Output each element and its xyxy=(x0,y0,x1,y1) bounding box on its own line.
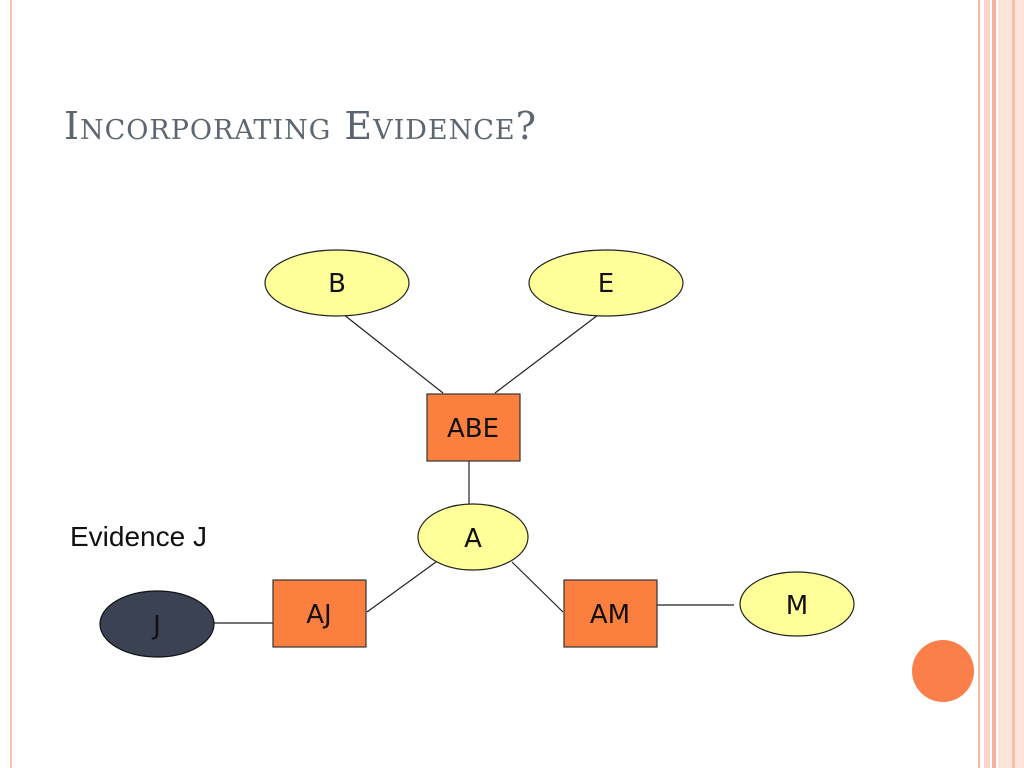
orange-circle-icon xyxy=(912,640,974,702)
node-b: B xyxy=(264,249,410,317)
node-label: AJ xyxy=(306,600,331,630)
left-border-line xyxy=(10,0,12,768)
node-label: B xyxy=(328,269,346,299)
edges xyxy=(214,313,734,624)
factor-node-shape xyxy=(563,579,658,648)
node-m: M xyxy=(739,571,855,637)
evidence-label: Evidence J xyxy=(70,521,207,552)
edge-b-abe xyxy=(342,313,444,394)
node-e: E xyxy=(528,249,684,317)
edge-a-aj xyxy=(366,561,437,613)
node-label: A xyxy=(464,524,482,554)
factor-am: AM xyxy=(563,579,658,648)
node-label: E xyxy=(598,269,614,299)
variable-node-shape xyxy=(528,249,684,317)
slide-title: Incorporating Evidence? xyxy=(64,104,537,148)
node-label: AM xyxy=(590,600,630,630)
node-j-evidence: J xyxy=(99,590,215,658)
factor-aj: AJ xyxy=(272,579,367,648)
node-label: M xyxy=(786,591,808,621)
factor-node-shape xyxy=(272,579,367,648)
right-decoration-bar xyxy=(992,0,996,768)
node-a: A xyxy=(417,503,529,571)
factor-node-shape xyxy=(426,393,521,462)
right-decoration-bar xyxy=(1012,0,1015,768)
evidence-node-shape xyxy=(99,590,215,658)
variable-node-shape xyxy=(417,503,529,571)
factor-abe: ABE xyxy=(426,393,521,462)
right-decoration-bar xyxy=(978,0,980,768)
right-decoration-bar xyxy=(998,0,1024,768)
variable-node-shape xyxy=(739,571,855,637)
variable-node-shape xyxy=(264,249,410,317)
node-label: J xyxy=(151,611,161,641)
node-label: ABE xyxy=(447,414,499,444)
right-decoration-bar xyxy=(984,0,990,768)
edge-e-abe xyxy=(494,314,599,394)
edge-a-am xyxy=(511,561,564,613)
